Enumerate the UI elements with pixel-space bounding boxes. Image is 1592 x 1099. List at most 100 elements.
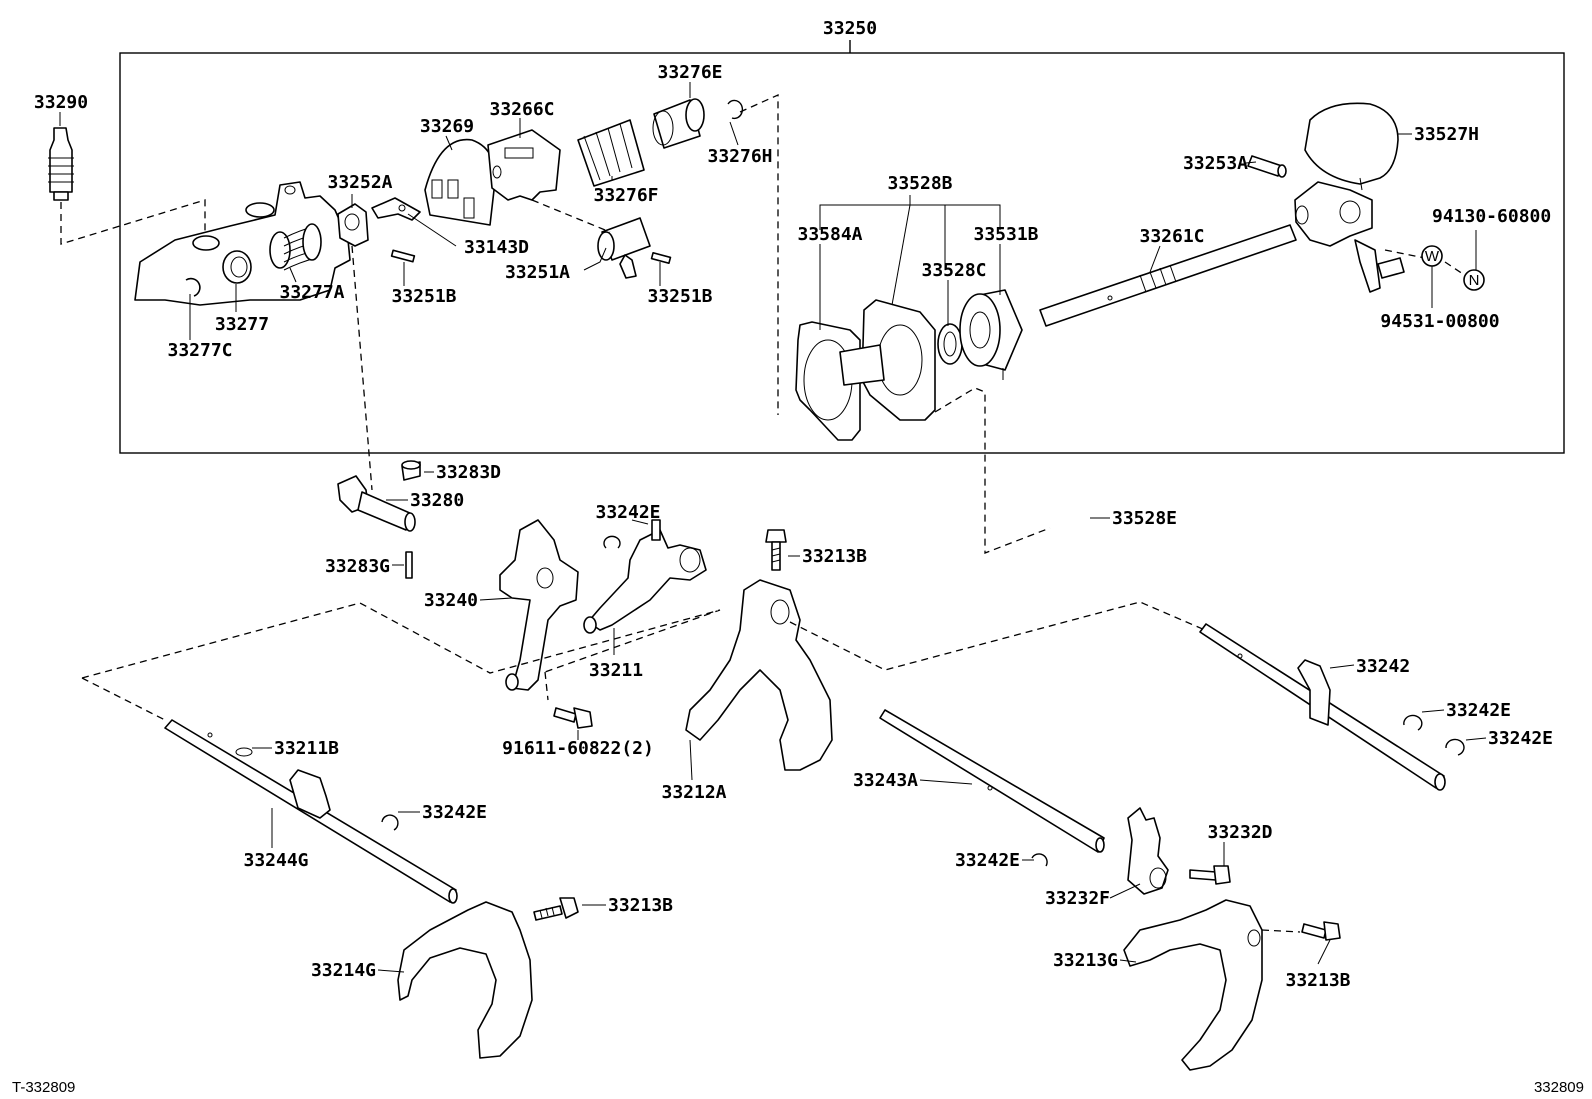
label-33251B-right: 33251B — [647, 286, 712, 307]
label-33277: 33277 — [215, 314, 269, 335]
label-33527H: 33527H — [1414, 124, 1479, 145]
label-33251A: 33251A — [505, 262, 570, 283]
part-33251B-pin-right[interactable] — [650, 251, 672, 265]
part-33276H-clip[interactable] — [727, 99, 744, 120]
part-33280-sensor[interactable] — [337, 475, 416, 532]
part-33290-switch[interactable] — [48, 127, 74, 201]
part-33261C-shaft[interactable] — [1039, 224, 1297, 327]
part-33277-bushing[interactable] — [222, 250, 252, 284]
label-33143D: 33143D — [464, 237, 529, 258]
label-33261C: 33261C — [1139, 226, 1204, 247]
part-33213G-fork[interactable] — [1123, 899, 1263, 1071]
washer-letter: W — [1425, 248, 1440, 265]
label-33528B: 33528B — [887, 173, 952, 194]
label-33251B-left: 33251B — [391, 286, 456, 307]
label-94531-00800: 94531-00800 — [1380, 311, 1499, 332]
part-33242E-clip-left[interactable] — [381, 814, 399, 831]
label-33232F: 33232F — [1045, 888, 1110, 909]
label-33283D: 33283D — [436, 462, 501, 483]
label-94130-60800: 94130-60800 — [1432, 206, 1551, 227]
part-labels: 33250 33290 33276E 33266C 33269 33527H 3… — [34, 18, 1553, 991]
part-33213B-bolt-left[interactable] — [533, 897, 579, 921]
part-33242E-clip-top[interactable] — [603, 535, 621, 549]
label-33584A: 33584A — [797, 224, 862, 245]
part-33277A-spring[interactable] — [269, 223, 322, 271]
label-33213B-right: 33213B — [1285, 970, 1350, 991]
label-33528E: 33528E — [1112, 508, 1177, 529]
part-33244G-shaft[interactable] — [164, 719, 458, 904]
part-33242E-clip-right-1[interactable] — [1403, 714, 1423, 731]
part-33531B-boot[interactable] — [959, 289, 1023, 380]
part-33212A-fork[interactable] — [685, 579, 833, 771]
part-33213B-bolt-right[interactable] — [1301, 921, 1341, 941]
part-33242-shaft[interactable] — [1199, 623, 1446, 791]
label-33276E: 33276E — [657, 62, 722, 83]
assembly-33250-frame — [119, 40, 1565, 454]
label-33277A: 33277A — [279, 282, 344, 303]
part-94531-washer[interactable]: W — [1421, 245, 1443, 267]
part-33276E-bushing[interactable] — [652, 98, 705, 149]
part-94130-nut[interactable]: N — [1463, 269, 1485, 291]
label-91611-60822: 91611-60822(2) — [502, 738, 654, 759]
label-33213B-top: 33213B — [802, 546, 867, 567]
label-33252A: 33252A — [327, 172, 392, 193]
label-33213B-left: 33213B — [608, 895, 673, 916]
label-33242E-right-1: 33242E — [1446, 700, 1511, 721]
label-33232D: 33232D — [1207, 822, 1272, 843]
label-33242E-top: 33242E — [595, 502, 660, 523]
footer-code-left: T-332809 — [12, 1079, 75, 1096]
label-33242E-right-2: 33242E — [1488, 728, 1553, 749]
part-33214G-fork[interactable] — [397, 901, 533, 1059]
label-33280: 33280 — [410, 490, 464, 511]
footer-code-right: 332809 — [1534, 1079, 1584, 1096]
label-33277C: 33277C — [167, 340, 232, 361]
part-shift-housing[interactable] — [134, 181, 351, 306]
label-33250: 33250 — [823, 18, 877, 39]
part-33283G-pin[interactable] — [405, 551, 413, 579]
label-33242: 33242 — [1356, 656, 1410, 677]
part-33243A-shaft[interactable] — [879, 709, 1105, 853]
part-33251A-sleeve[interactable] — [597, 217, 651, 279]
part-33277C-clip[interactable] — [185, 277, 201, 297]
part-33211-lever[interactable] — [583, 519, 707, 634]
part-33232D-bolt[interactable] — [1189, 865, 1231, 885]
part-33242E-clip-right-2[interactable] — [1445, 738, 1465, 756]
part-33528C-seal[interactable] — [937, 323, 963, 365]
label-33283G: 33283G — [325, 556, 390, 577]
label-33213G: 33213G — [1053, 950, 1118, 971]
label-33266C: 33266C — [489, 99, 554, 120]
label-33276F: 33276F — [593, 185, 658, 206]
label-33528C: 33528C — [921, 260, 986, 281]
part-33251B-pin-left[interactable] — [390, 249, 416, 263]
label-33240: 33240 — [424, 590, 478, 611]
part-33276F-spring[interactable] — [577, 119, 645, 187]
leader-lines — [59, 82, 1487, 973]
label-33243A: 33243A — [853, 770, 918, 791]
part-33253A-pin[interactable] — [1247, 155, 1287, 178]
part-33266C-bracket[interactable] — [487, 129, 561, 201]
part-33252A-lever[interactable] — [337, 203, 369, 247]
part-33269-cover[interactable] — [424, 138, 496, 226]
label-33253A: 33253A — [1183, 153, 1248, 174]
part-33232F-lever[interactable] — [1127, 807, 1169, 895]
part-33242E-clip-center[interactable] — [1031, 853, 1048, 867]
label-33244G: 33244G — [243, 850, 308, 871]
label-33242E-left: 33242E — [422, 802, 487, 823]
part-33213B-bolt-top[interactable] — [765, 529, 787, 571]
part-shift-lever-arm[interactable] — [1294, 177, 1405, 293]
label-33211: 33211 — [589, 660, 643, 681]
part-33240-lever[interactable] — [499, 519, 579, 691]
label-33276H: 33276H — [707, 146, 772, 167]
label-33531B: 33531B — [973, 224, 1038, 245]
part-33527H-knob[interactable] — [1304, 102, 1399, 185]
part-91611-bolt[interactable] — [553, 707, 593, 729]
label-33269: 33269 — [420, 116, 474, 137]
part-33283D-plug[interactable] — [401, 460, 421, 481]
label-33242E-center: 33242E — [955, 850, 1020, 871]
part-33528B-housing[interactable] — [839, 299, 936, 421]
label-33212A: 33212A — [661, 782, 726, 803]
label-33211B: 33211B — [274, 738, 339, 759]
label-33290: 33290 — [34, 92, 88, 113]
nut-letter: N — [1469, 272, 1480, 289]
